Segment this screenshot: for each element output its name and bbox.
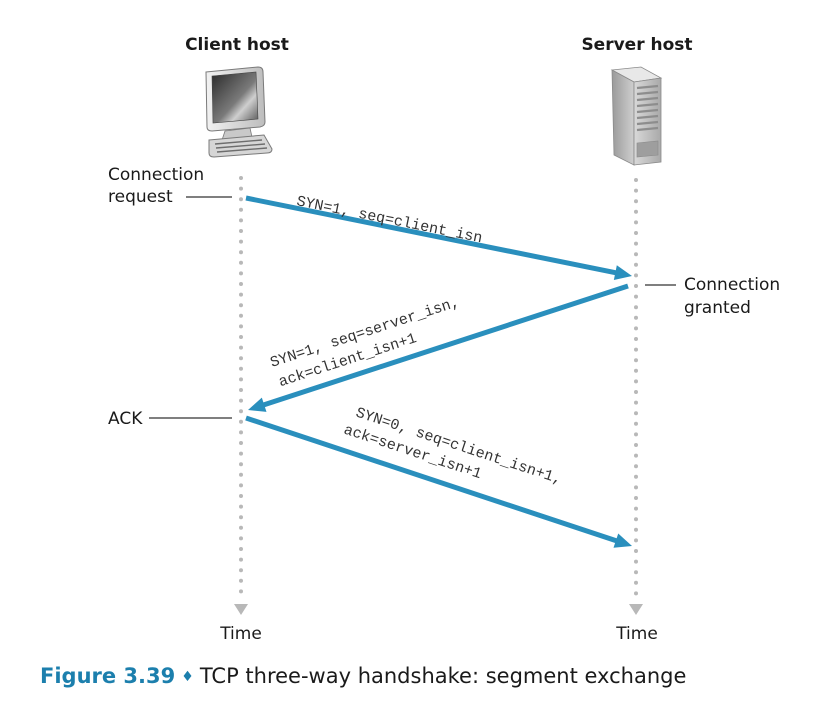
message-3-arrowhead <box>613 533 632 548</box>
client-time-arrowhead <box>234 604 248 615</box>
svg-text:SYN=1, seq=client_isn: SYN=1, seq=client_isn <box>295 193 484 247</box>
figure-number: Figure 3.39 <box>40 664 176 688</box>
message-2-arrowhead <box>248 397 267 412</box>
server-host-title: Server host <box>581 35 692 55</box>
message-2-label: SYN=1, seq=server_isn, ack=client_isn+1 <box>268 294 462 391</box>
message-2-arrow <box>261 283 629 408</box>
server-time-label: Time <box>615 624 658 644</box>
svg-text:request: request <box>108 187 173 207</box>
figure-caption: Figure 3.39 ♦ TCP three-way handshake: seg… <box>40 664 686 688</box>
message-1-arrowhead <box>613 265 632 280</box>
ack-label: ACK <box>108 409 232 429</box>
message-1-arrow <box>245 195 618 276</box>
caption-text: TCP three-way handshake: segment exchang… <box>199 664 687 688</box>
svg-text:ACK: ACK <box>108 409 143 429</box>
svg-text:granted: granted <box>684 298 751 318</box>
message-3-arrow <box>245 415 619 544</box>
client-host-title: Client host <box>185 35 289 55</box>
connection-granted-label: Connection granted <box>645 275 780 318</box>
svg-text:Connection: Connection <box>108 165 204 185</box>
svg-text:Connection: Connection <box>684 275 780 295</box>
desktop-computer-icon <box>205 66 273 158</box>
client-time-label: Time <box>219 624 262 644</box>
message-1-label: SYN=1, seq=client_isn <box>295 193 484 247</box>
server-time-arrowhead <box>629 604 643 615</box>
connection-request-label: Connection request <box>108 165 232 207</box>
caption-separator: ♦ <box>181 669 194 685</box>
server-tower-icon <box>610 66 663 166</box>
message-3-label: SYN=0, seq=client_isn+1, ack=server_isn+… <box>341 405 563 489</box>
